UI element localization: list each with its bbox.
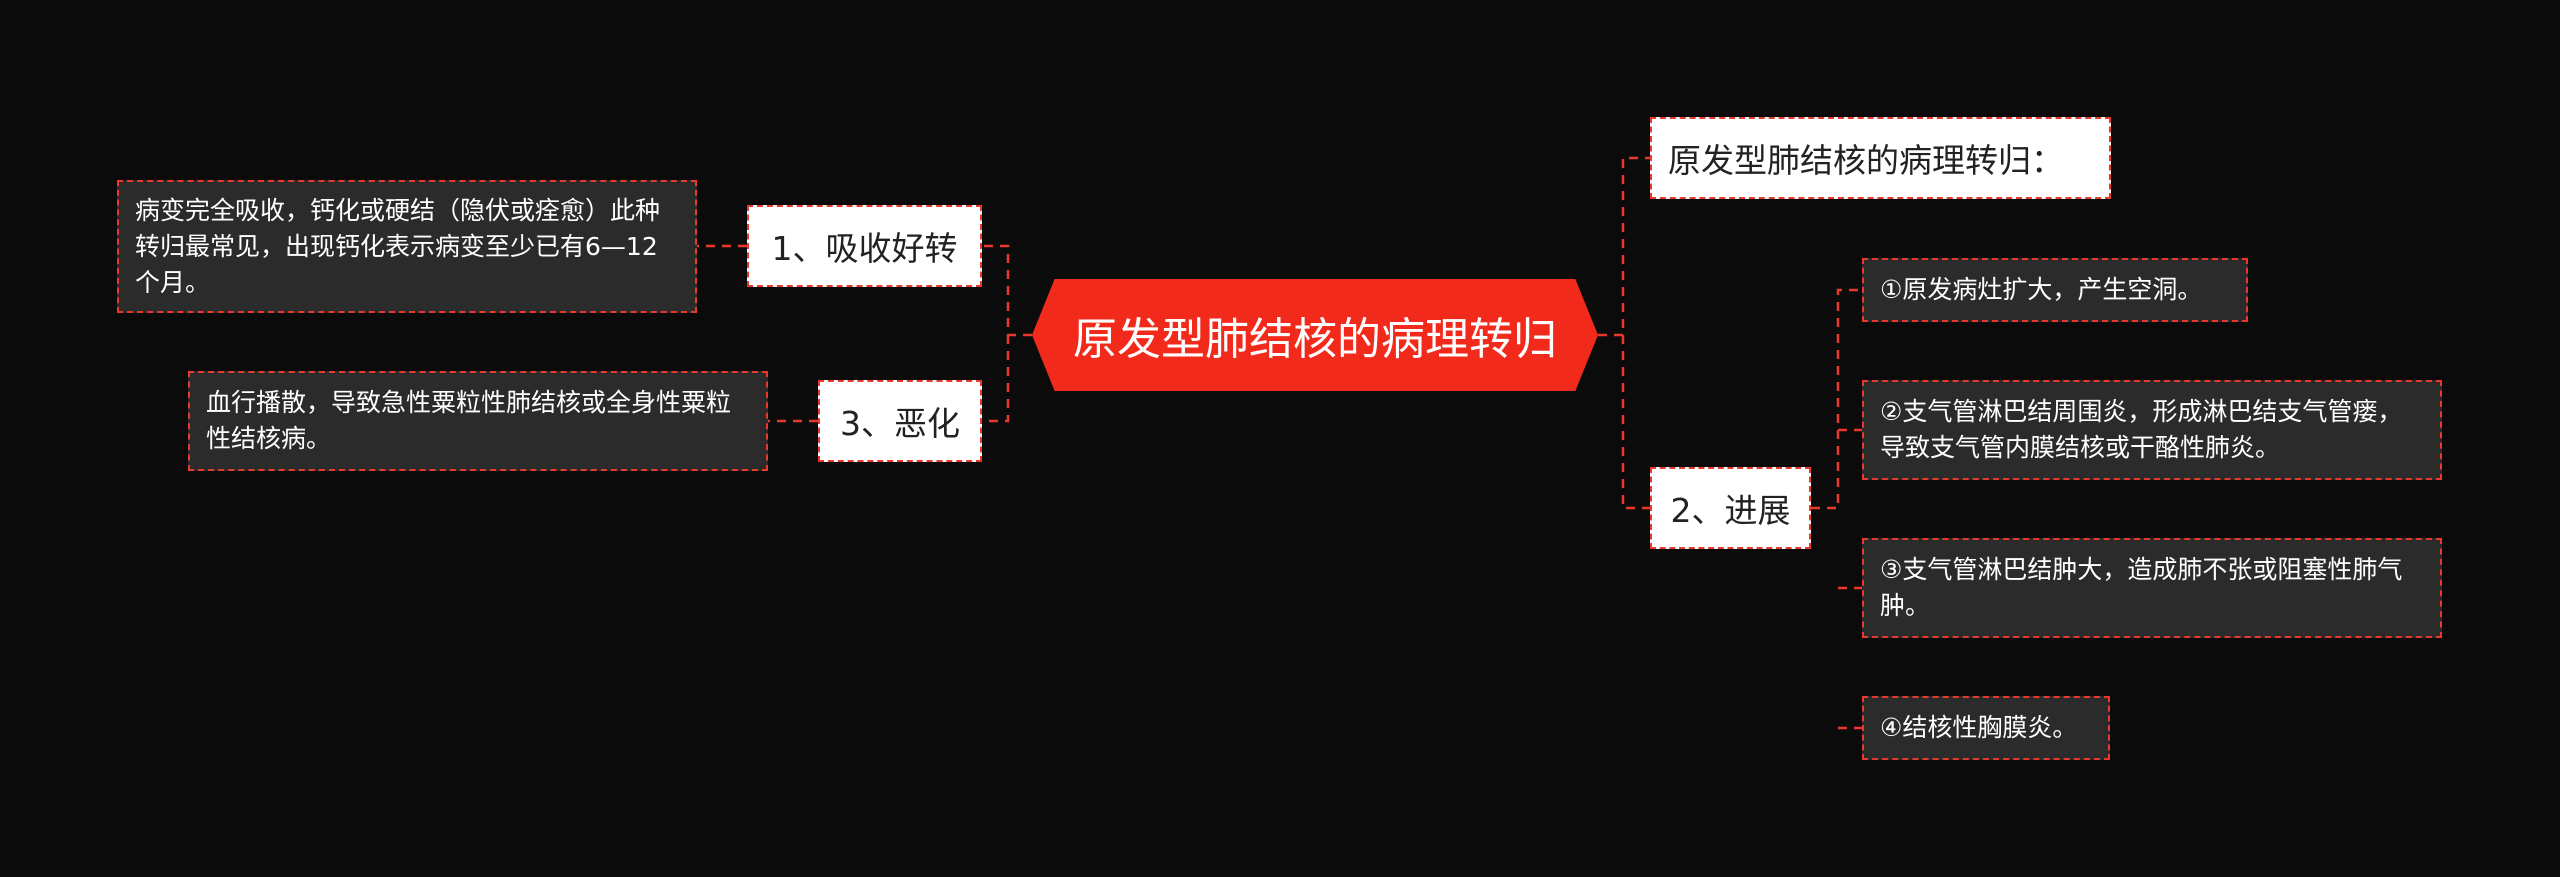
leaf-progress-3-text: ③支气管淋巴结肿大，造成肺不张或阻塞性肺气肿。 [1880,555,2403,620]
connector-center-left [982,244,1032,423]
branch-worsen[interactable]: 3、恶化 [818,380,982,462]
connector-center-right [1598,156,1650,510]
connector-progress-tree [1811,288,1862,730]
leaf-absorb-text: 病变完全吸收，钙化或硬结（隐伏或痊愈）此种转归最常见，出现钙化表示病变至少已有6… [135,195,661,297]
branch-worsen-label: 3、恶化 [840,404,960,443]
leaf-progress-2[interactable]: ②支气管淋巴结周围炎，形成淋巴结支气管瘘，导致支气管内膜结核或干酪性肺炎。 [1862,380,2442,480]
branch-progress-label: 2、进展 [1670,491,1791,530]
leaf-progress-2-text: ②支气管淋巴结周围炎，形成淋巴结支气管瘘，导致支气管内膜结核或干酪性肺炎。 [1880,397,2403,462]
leaf-progress-1-text: ①原发病灶扩大，产生空洞。 [1880,275,2203,304]
center-topic-label: 原发型肺结核的病理转归 [1073,314,1557,365]
branch-absorb[interactable]: 1、吸收好转 [747,205,982,287]
leaf-progress-3[interactable]: ③支气管淋巴结肿大，造成肺不张或阻塞性肺气肿。 [1862,538,2442,638]
leaf-progress-4[interactable]: ④结核性胸膜炎。 [1862,696,2110,760]
leaf-progress-4-text: ④结核性胸膜炎。 [1880,713,2078,742]
leaf-worsen-text: 血行播散，导致急性粟粒性肺结核或全身性粟粒性结核病。 [206,388,732,453]
center-topic[interactable]: 原发型肺结核的病理转归 [1032,279,1598,391]
branch-heading[interactable]: 原发型肺结核的病理转归： [1650,117,2111,199]
leaf-worsen-detail[interactable]: 血行播散，导致急性粟粒性肺结核或全身性粟粒性结核病。 [188,371,768,471]
leaf-absorb-detail[interactable]: 病变完全吸收，钙化或硬结（隐伏或痊愈）此种转归最常见，出现钙化表示病变至少已有6… [117,180,697,313]
branch-progress[interactable]: 2、进展 [1650,467,1811,549]
branch-heading-label: 原发型肺结核的病理转归： [1668,141,2064,180]
branch-absorb-label: 1、吸收好转 [771,229,958,268]
leaf-progress-1[interactable]: ①原发病灶扩大，产生空洞。 [1862,258,2248,322]
